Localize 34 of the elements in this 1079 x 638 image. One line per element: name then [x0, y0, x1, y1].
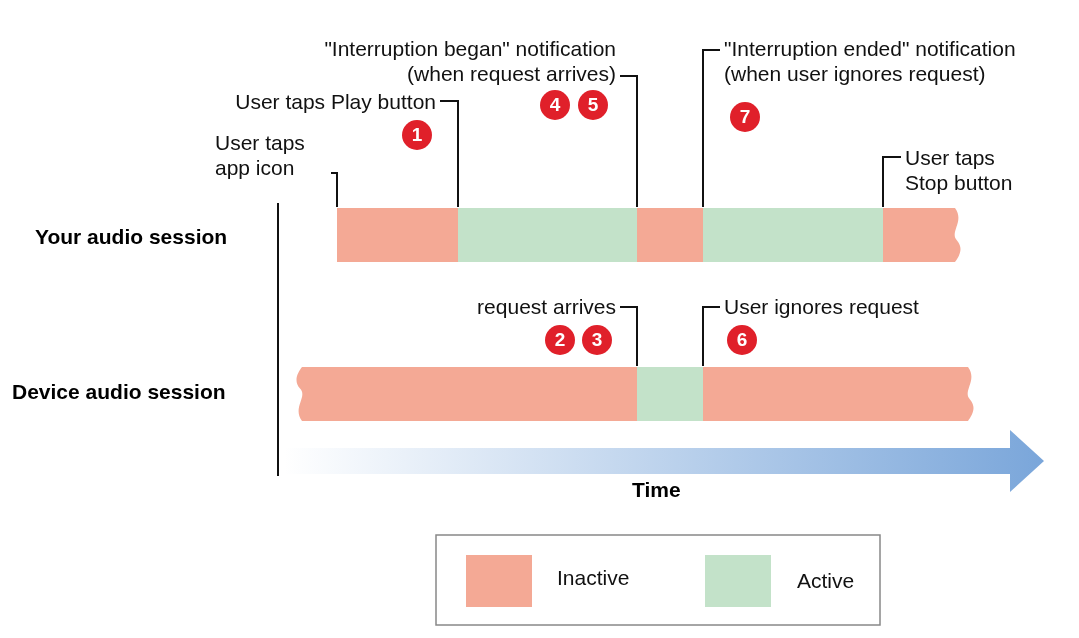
leader-line	[702, 306, 721, 367]
callout-text: User ignores request	[724, 294, 974, 319]
timeline-segment	[294, 367, 637, 421]
axis-label: Time	[632, 478, 681, 502]
timeline-segment	[703, 208, 883, 262]
callout-number: 1	[402, 120, 432, 150]
timeline-segment	[637, 208, 703, 262]
timeline-segment	[458, 208, 637, 262]
leader-line	[439, 100, 459, 208]
callout-text: User taps Play button	[200, 89, 436, 114]
legend-label: Active	[797, 568, 855, 593]
callout-text: request arrives	[400, 294, 616, 319]
callout-text: User taps Stop button	[905, 145, 1025, 195]
row-label: Your audio session	[35, 225, 228, 249]
callout-number: 5	[578, 90, 608, 120]
timeline-segment	[703, 367, 976, 421]
leader-line	[330, 172, 338, 208]
callout-text: "Interruption began" notification (when request arrives)	[270, 36, 616, 86]
timeline-segment	[337, 208, 458, 262]
leader-line	[882, 156, 902, 208]
callout-number: 3	[582, 325, 612, 355]
callout-text: "Interruption ended" notification (when user ignores request)	[724, 36, 1069, 86]
leader-line	[702, 49, 721, 208]
leader-line	[619, 75, 638, 208]
leader-line	[619, 306, 638, 367]
legend-label: Inactive	[557, 565, 630, 590]
callout-number: 7	[730, 102, 760, 132]
callout-number: 2	[545, 325, 575, 355]
row-label: Device audio session	[12, 380, 226, 404]
callout-text: User taps app icon	[215, 130, 327, 180]
callout-number: 6	[727, 325, 757, 355]
timeline-segment	[637, 367, 703, 421]
callout-number: 4	[540, 90, 570, 120]
timeline-segment	[883, 208, 963, 262]
